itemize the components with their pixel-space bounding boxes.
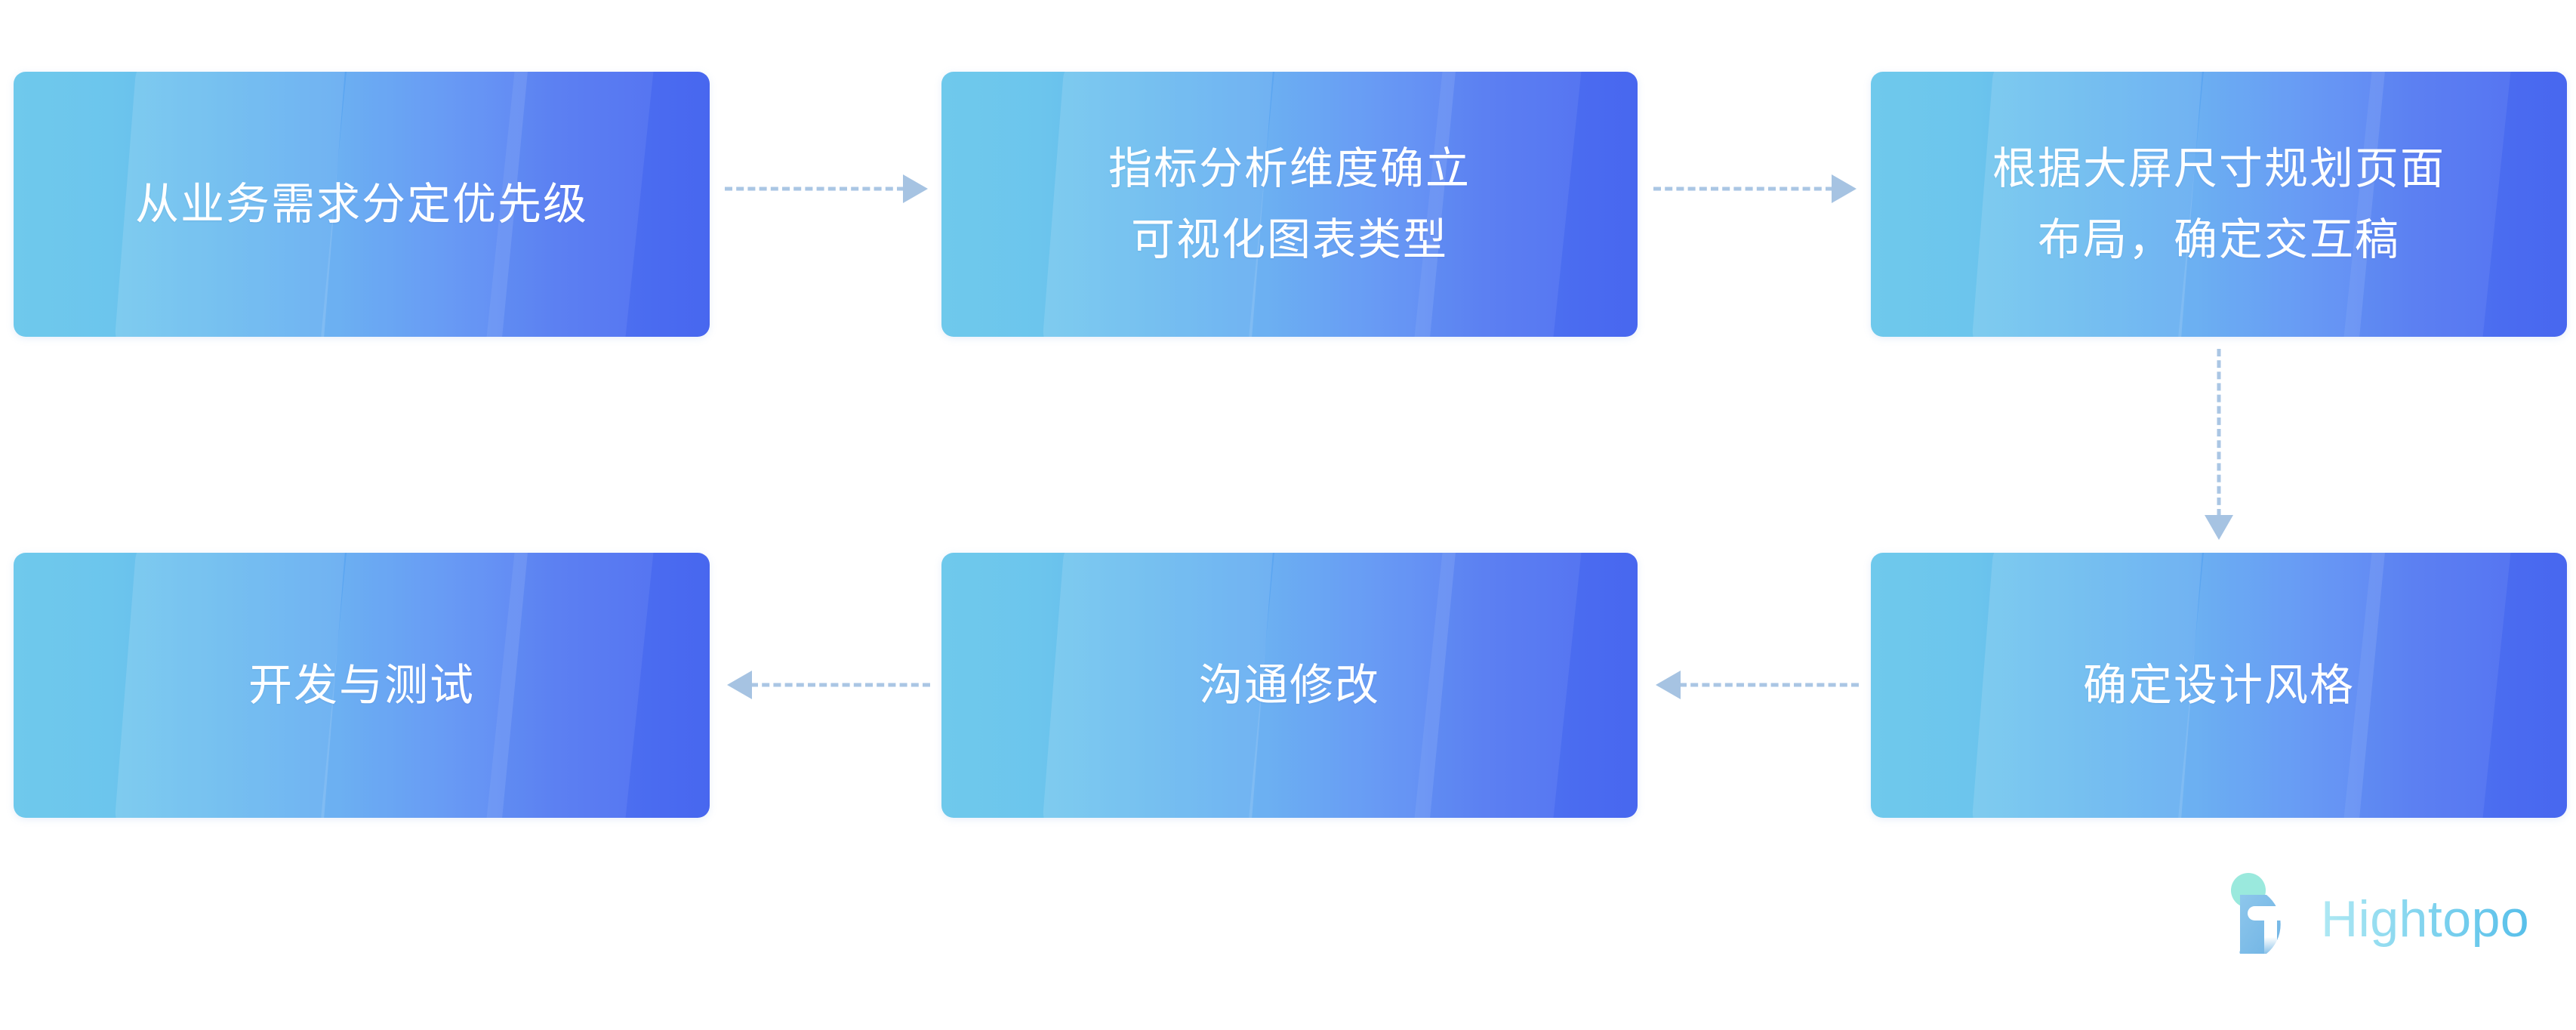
flow-node-6[interactable]: 开发与测试 (14, 553, 710, 818)
dashed-line (750, 683, 930, 687)
logo-wordmark: Hightopo (2321, 890, 2529, 948)
connector-node5-to-node6 (725, 670, 930, 700)
arrowhead-right-icon (1832, 174, 1857, 203)
arrowhead-left-icon (1656, 671, 1681, 699)
flow-node-1-label: 从业务需求分定优先级 (134, 179, 588, 229)
dashed-line (2217, 349, 2221, 517)
logo-t-stem (2264, 917, 2277, 954)
dashed-line (1653, 187, 1833, 191)
flow-node-1[interactable]: 从业务需求分定优先级 (14, 72, 710, 337)
hightopo-logo-svg: Hightopo (2231, 873, 2529, 954)
connector-node3-to-node4 (2204, 349, 2234, 544)
dashed-line (725, 187, 904, 191)
arrowhead-left-icon (727, 671, 752, 699)
flow-node-3-label: 根据大屏尺寸规划页面 布局，确定交互稿 (1992, 143, 2445, 264)
hightopo-logo: Hightopo (2223, 867, 2558, 967)
flow-node-5[interactable]: 沟通修改 (941, 553, 1638, 818)
connector-node1-to-node2 (725, 174, 930, 204)
node-band-c (1410, 553, 1587, 818)
connector-node4-to-node5 (1653, 670, 1859, 700)
arrowhead-down-icon (2205, 515, 2233, 540)
node-band-c (482, 553, 659, 818)
flow-node-4[interactable]: 确定设计风格 (1871, 553, 2567, 818)
connector-node2-to-node3 (1653, 174, 1859, 204)
dashed-line (1679, 683, 1859, 687)
flow-node-2-label: 指标分析维度确立 可视化图表类型 (1108, 143, 1471, 264)
arrowhead-right-icon (903, 174, 928, 203)
flow-node-6-label: 开发与测试 (248, 660, 475, 710)
flow-node-5-label: 沟通修改 (1198, 660, 1380, 710)
logo-t-bar (2248, 906, 2293, 921)
flow-node-2[interactable]: 指标分析维度确立 可视化图表类型 (941, 72, 1638, 337)
node-band-c (2340, 553, 2516, 818)
flow-node-3[interactable]: 根据大屏尺寸规划页面 布局，确定交互稿 (1871, 72, 2567, 337)
flow-node-4-label: 确定设计风格 (2082, 660, 2355, 710)
